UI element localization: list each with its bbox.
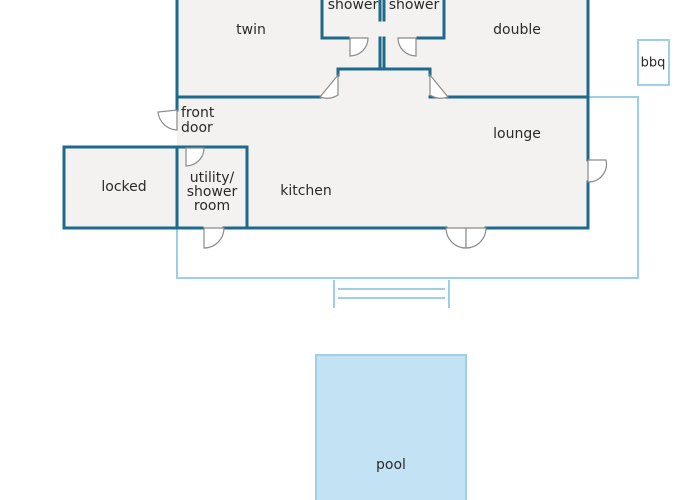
room-label-shower-right: shower [389, 0, 440, 13]
utility-door-inner-swing [185, 147, 205, 167]
kitchen-door-left-swing [445, 227, 467, 249]
shower-right-door-swing [397, 37, 417, 57]
walls [62, 0, 590, 230]
room-label-utility-line3: room [194, 198, 230, 214]
room-label-lounge: lounge [493, 126, 541, 142]
room-label-locked: locked [101, 179, 146, 195]
utility-outside-door-swing [203, 227, 225, 249]
front-door-swing [157, 109, 178, 131]
room-label-kitchen: kitchen [280, 183, 332, 199]
terrace-steps [333, 280, 450, 308]
shower-left-door-swing [349, 37, 369, 57]
bbq-label: bbq [641, 56, 666, 71]
pool-label: pool [376, 457, 406, 473]
pool [315, 354, 467, 500]
room-label-shower-left: shower [328, 0, 379, 13]
room-label-twin: twin [236, 22, 266, 38]
double-door-swing [429, 73, 449, 99]
terrace-outline [176, 96, 639, 279]
room-label-front-door-line1: front [181, 105, 215, 121]
room-label-utility-line2: shower [187, 184, 238, 200]
terrace [176, 96, 639, 279]
room-label-utility-line1: utility/ [190, 170, 235, 186]
room-label-double: double [493, 22, 541, 38]
doors [157, 37, 608, 249]
kitchen-door-right-swing [465, 227, 487, 249]
bbq-area [637, 39, 670, 86]
twin-door-swing [319, 73, 339, 99]
room-label-front-door-line2: door [181, 120, 213, 136]
lounge-side-door-swing [587, 159, 608, 183]
